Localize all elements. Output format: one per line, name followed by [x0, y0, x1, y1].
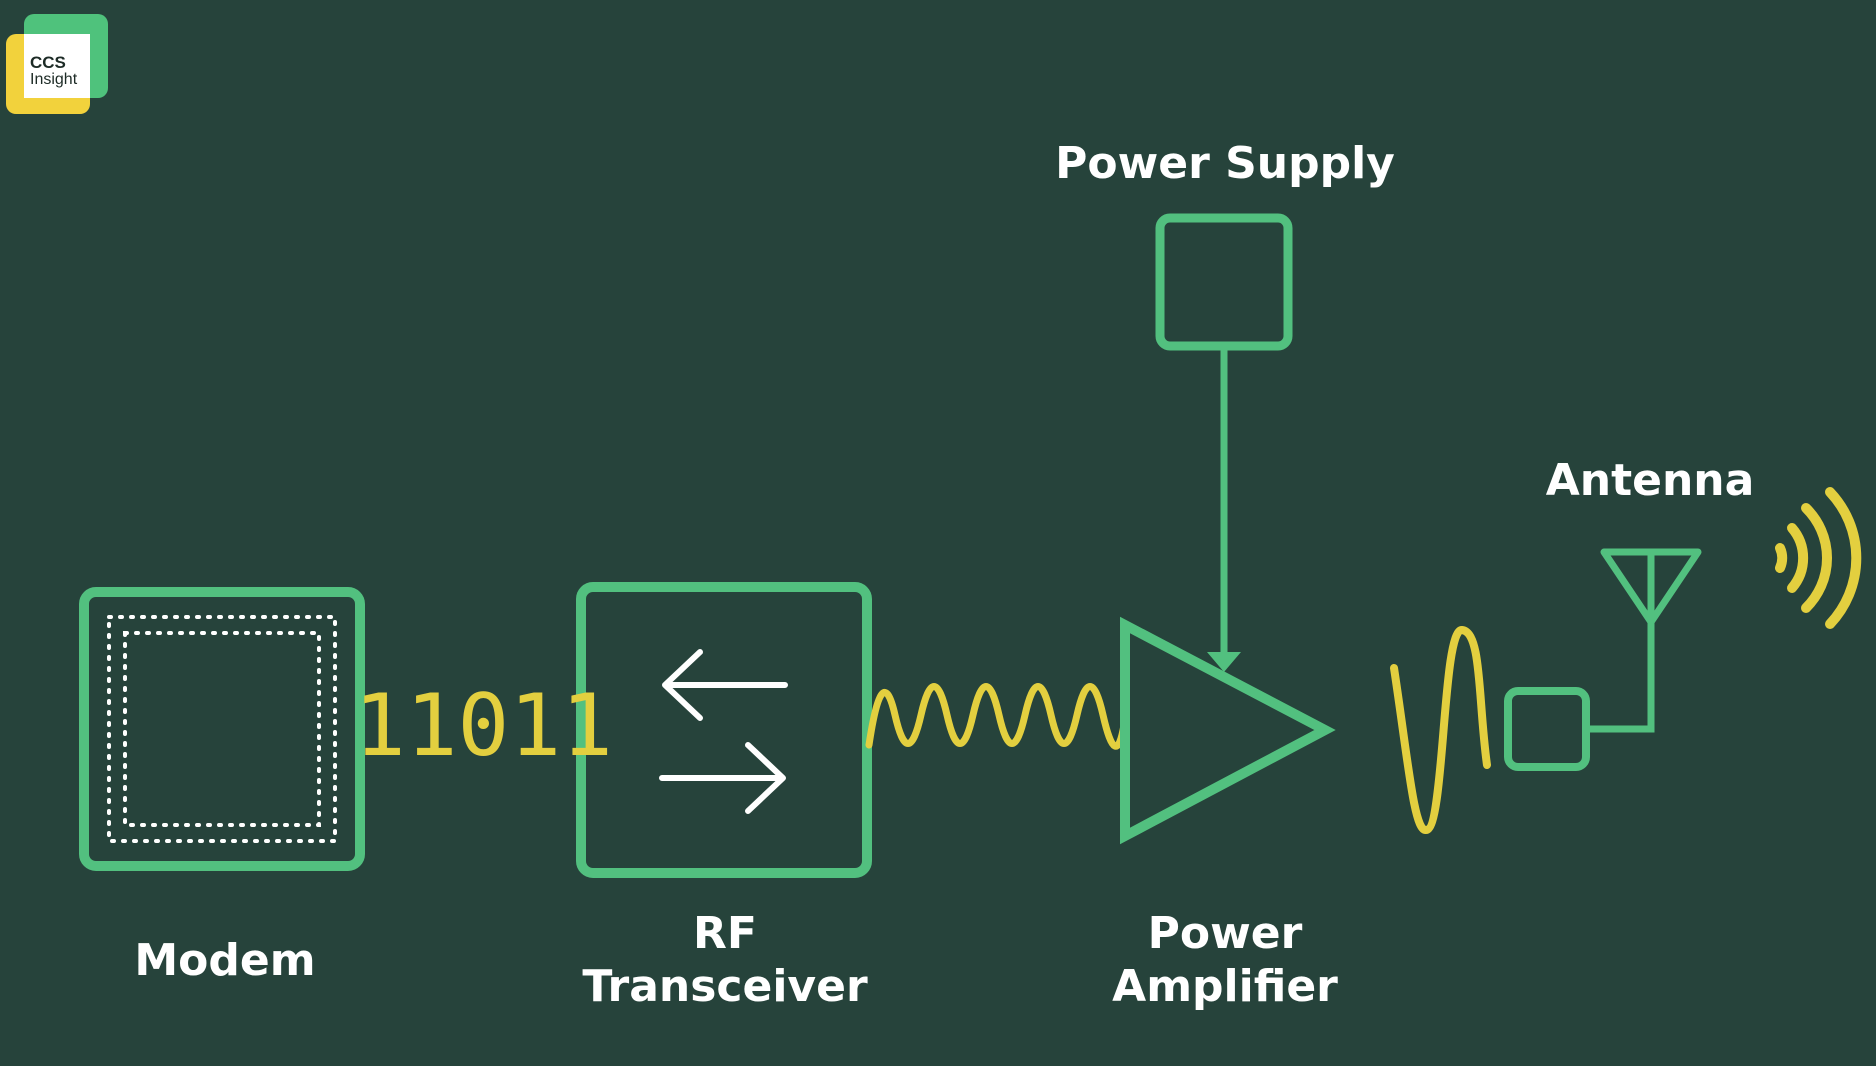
logo-text-ccs: CCS	[30, 53, 66, 72]
power-supply-arrowhead	[1207, 652, 1241, 672]
rf-label-line2: Transceiver	[582, 960, 868, 1012]
pa-label-line2: Amplifier	[1112, 960, 1338, 1012]
bidirectional-arrows-icon	[659, 649, 788, 814]
power-supply-block	[1155, 213, 1293, 672]
modem-outline	[79, 587, 365, 871]
antenna-feed-line	[1586, 622, 1655, 733]
antenna-label: Antenna	[1535, 455, 1765, 508]
rf-outline	[576, 582, 872, 878]
antenna-icon	[1600, 548, 1702, 626]
power-supply-label-text: Power Supply	[1055, 138, 1395, 189]
rf-transceiver-block	[576, 582, 872, 878]
amplifier-triangle-icon	[1120, 616, 1336, 845]
radio-waves-icon	[1775, 487, 1862, 629]
power-supply-label: Power Supply	[1040, 138, 1410, 191]
binary-data-stream: 11011	[354, 676, 613, 776]
antenna-label-text: Antenna	[1545, 455, 1755, 506]
modem-label-text: Modem	[134, 935, 316, 986]
power-amplifier-label: Power Amplifier	[1085, 908, 1365, 1014]
rf-label-line1: RF	[693, 908, 757, 959]
antenna-block	[1504, 548, 1702, 771]
amplified-signal-wave	[1390, 626, 1491, 834]
rf-transceiver-label: RF Transceiver	[560, 908, 890, 1014]
logo-white-square	[24, 34, 90, 98]
modem-block	[79, 587, 365, 871]
modem-chip-icon	[107, 615, 337, 843]
antenna-connector-box	[1504, 687, 1590, 771]
pa-label-line1: Power	[1147, 908, 1303, 959]
modem-label: Modem	[110, 935, 340, 988]
power-supply-outline	[1155, 213, 1293, 351]
ccs-insight-logo: CCS Insight	[6, 14, 108, 114]
rf-signal-wave	[865, 683, 1128, 750]
logo-text-insight: Insight	[30, 71, 78, 88]
